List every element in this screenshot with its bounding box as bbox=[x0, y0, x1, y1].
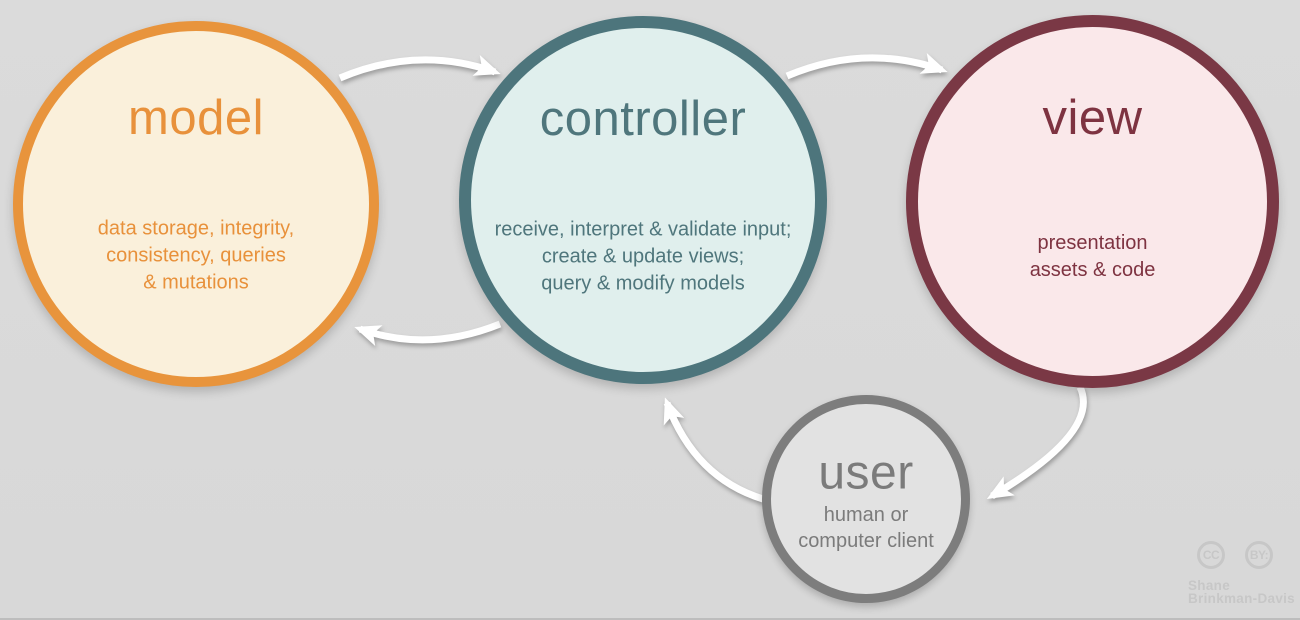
controller-to-view-arrow-icon bbox=[785, 53, 948, 80]
node-user-body-line: human or bbox=[823, 504, 909, 527]
node-model-body: data storage, integrity, consistency, qu… bbox=[23, 215, 369, 296]
node-controller: controller receive, interpret & validate… bbox=[459, 16, 827, 384]
node-controller-body: receive, interpret & validate input; cre… bbox=[471, 216, 815, 297]
node-model-body-line: & mutations bbox=[143, 271, 249, 294]
cc-license-icon: CC bbox=[1197, 541, 1225, 569]
author-credit: Shane Brinkman-Davis bbox=[1188, 578, 1295, 606]
node-view-body-line: assets & code bbox=[1029, 259, 1156, 282]
node-user-body: human or computer client bbox=[771, 502, 961, 554]
author-credit-line: Brinkman-Davis bbox=[1188, 591, 1295, 606]
node-model-body-line: consistency, queries bbox=[106, 244, 286, 267]
node-view-body-line: presentation bbox=[1037, 232, 1148, 255]
node-controller-body-line: query & modify models bbox=[541, 272, 745, 295]
controller-to-model-arrow-icon bbox=[354, 320, 502, 347]
node-model-body-line: data storage, integrity, bbox=[97, 217, 295, 240]
credits: CC BY: Shane Brinkman-Davis bbox=[1188, 541, 1295, 605]
node-controller-title: controller bbox=[539, 92, 747, 147]
user-to-controller-arrow-icon bbox=[663, 397, 765, 503]
node-view-body: presentation assets & code bbox=[918, 230, 1267, 284]
node-controller-body-line: receive, interpret & validate input; bbox=[494, 218, 792, 241]
node-view: view presentation assets & code bbox=[906, 15, 1279, 388]
node-model: model data storage, integrity, consisten… bbox=[13, 21, 379, 387]
model-to-controller-arrow-icon bbox=[338, 55, 501, 82]
node-view-title: view bbox=[1042, 90, 1143, 145]
view-to-user-arrow-icon bbox=[986, 385, 1087, 500]
node-user-title: user bbox=[818, 446, 914, 500]
node-user: user human or computer client bbox=[762, 395, 970, 603]
node-user-body-line: computer client bbox=[798, 530, 934, 553]
node-model-title: model bbox=[128, 90, 264, 145]
license-badges: CC BY: bbox=[1197, 541, 1295, 569]
node-controller-body-line: create & update views; bbox=[541, 245, 745, 268]
cc-by-license-icon: BY: bbox=[1245, 541, 1273, 569]
author-credit-line: Shane bbox=[1188, 578, 1231, 593]
